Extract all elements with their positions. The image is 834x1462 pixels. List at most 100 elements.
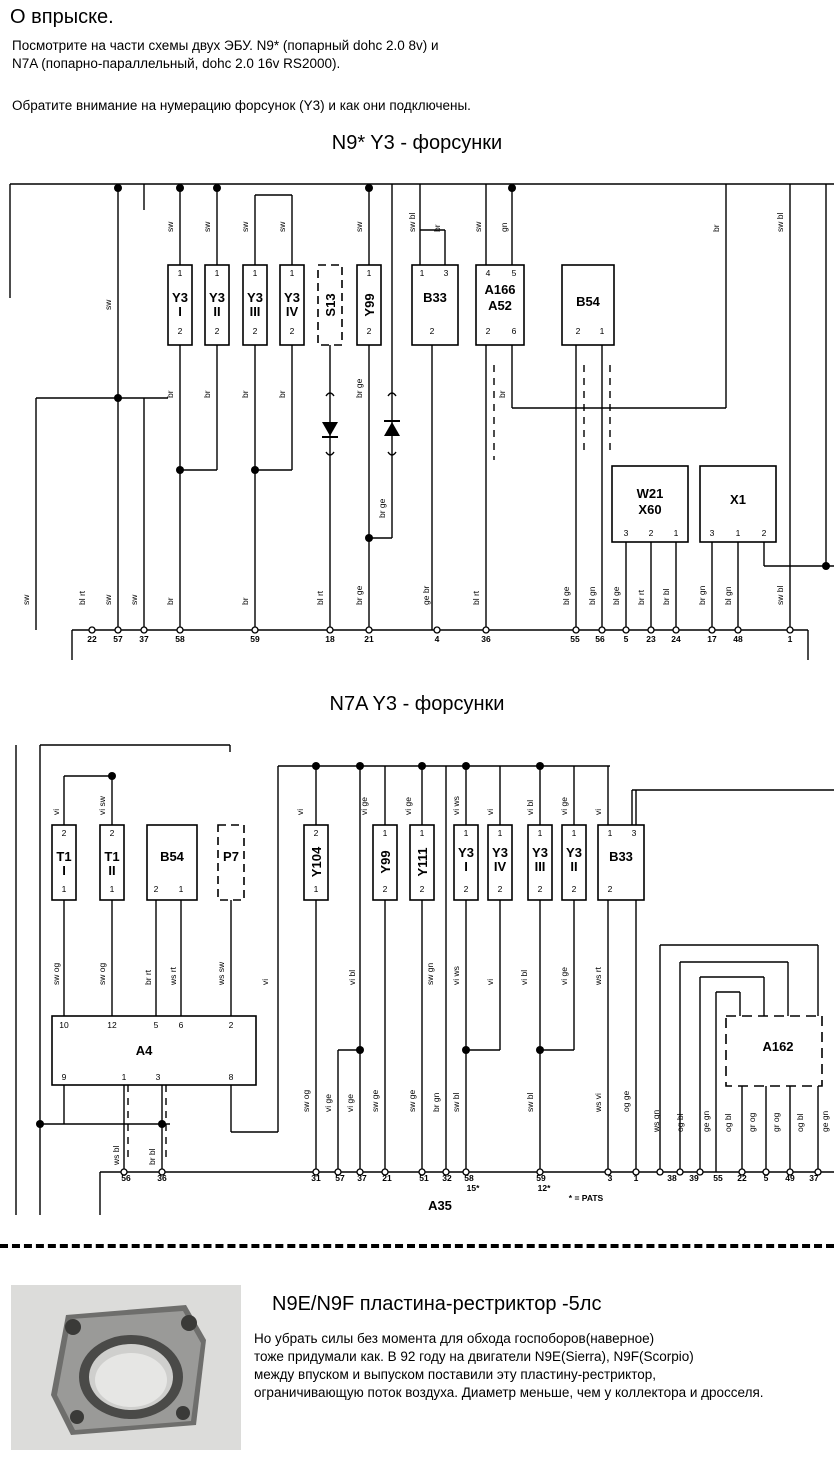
svg-text:II: II xyxy=(108,863,115,878)
svg-text:sw: sw xyxy=(473,221,483,232)
svg-text:31: 31 xyxy=(311,1173,321,1183)
svg-text:sw: sw xyxy=(21,594,31,605)
y99-2-label: Y99 xyxy=(378,850,393,873)
svg-text:br: br xyxy=(277,390,287,398)
svg-text:sw og: sw og xyxy=(51,963,61,985)
svg-text:2: 2 xyxy=(62,828,67,838)
svg-text:3: 3 xyxy=(632,828,637,838)
svg-text:1: 1 xyxy=(253,268,258,278)
svg-text:1: 1 xyxy=(290,268,295,278)
svg-text:5: 5 xyxy=(512,268,517,278)
svg-text:bl ge: bl ge xyxy=(611,586,621,605)
svg-text:2: 2 xyxy=(110,828,115,838)
svg-text:br: br xyxy=(202,390,212,398)
svg-text:1: 1 xyxy=(62,884,67,894)
restrictor-text-line-4: ограничивающую поток воздуха. Диаметр ме… xyxy=(254,1385,764,1400)
svg-text:32: 32 xyxy=(442,1173,452,1183)
svg-text:ge gn: ge gn xyxy=(820,1110,830,1132)
svg-text:1: 1 xyxy=(600,326,605,336)
svg-text:sw: sw xyxy=(277,221,287,232)
svg-text:2: 2 xyxy=(486,326,491,336)
svg-text:3: 3 xyxy=(444,268,449,278)
svg-text:5: 5 xyxy=(624,634,629,644)
diagram1-component-labels: Y3 I Y3 II Y3 III Y3 IV S13 Y99 B33 A166… xyxy=(172,282,746,517)
svg-text:57: 57 xyxy=(113,634,123,644)
svg-text:vi: vi xyxy=(485,809,495,815)
svg-text:1: 1 xyxy=(215,268,220,278)
svg-text:sw bl: sw bl xyxy=(451,1093,461,1112)
svg-text:1: 1 xyxy=(122,1072,127,1082)
page-title: О впрыске. xyxy=(10,6,114,28)
svg-text:I: I xyxy=(464,859,468,874)
a166-label: A166 xyxy=(484,282,515,297)
w21-label: W21 xyxy=(637,486,664,501)
svg-text:4: 4 xyxy=(486,268,491,278)
svg-text:2: 2 xyxy=(178,326,183,336)
y111-label: Y111 xyxy=(415,848,430,877)
svg-text:bl rt: bl rt xyxy=(471,590,481,605)
svg-text:1: 1 xyxy=(178,268,183,278)
svg-text:1: 1 xyxy=(608,828,613,838)
svg-text:br ge: br ge xyxy=(354,378,364,398)
restrictor-plate-photo xyxy=(11,1285,241,1450)
svg-text:gr og: gr og xyxy=(747,1112,757,1132)
svg-text:vi: vi xyxy=(295,809,305,815)
y3-iii-2-label: Y3 xyxy=(532,845,548,860)
svg-text:sw: sw xyxy=(103,594,113,605)
svg-text:2: 2 xyxy=(253,326,258,336)
svg-text:1: 1 xyxy=(367,268,372,278)
svg-text:A52: A52 xyxy=(488,298,512,313)
svg-text:ws vi: ws vi xyxy=(593,1093,603,1113)
svg-text:br ge: br ge xyxy=(377,498,387,518)
svg-text:1: 1 xyxy=(383,828,388,838)
svg-text:vi ge: vi ge xyxy=(345,1094,355,1112)
svg-text:2: 2 xyxy=(229,1020,234,1030)
svg-text:vi bl: vi bl xyxy=(525,800,535,815)
svg-text:2: 2 xyxy=(314,828,319,838)
svg-text:49: 49 xyxy=(785,1173,795,1183)
svg-text:br ge: br ge xyxy=(354,585,364,605)
s13-label: S13 xyxy=(323,293,338,316)
p7-label: P7 xyxy=(223,849,239,864)
svg-text:I: I xyxy=(62,863,66,878)
svg-text:br gn: br gn xyxy=(697,585,707,605)
svg-text:12: 12 xyxy=(107,1020,117,1030)
svg-text:ge br: ge br xyxy=(421,585,431,605)
svg-text:bl rt: bl rt xyxy=(315,590,325,605)
t1-ii-label: T1 xyxy=(104,849,119,864)
svg-text:vi sw: vi sw xyxy=(97,795,107,815)
svg-text:8: 8 xyxy=(229,1072,234,1082)
diagram2-component-labels: T1 I T1 II B54 P7 Y104 Y99 Y111 Y3 I Y3 … xyxy=(56,845,793,1213)
svg-text:vi bl: vi bl xyxy=(519,970,529,985)
svg-text:55: 55 xyxy=(713,1173,723,1183)
svg-text:sw: sw xyxy=(354,221,364,232)
svg-text:br rt: br rt xyxy=(143,969,153,985)
svg-text:sw: sw xyxy=(202,221,212,232)
svg-text:2: 2 xyxy=(290,326,295,336)
y99-label: Y99 xyxy=(362,293,377,316)
svg-text:vi: vi xyxy=(51,809,61,815)
svg-text:23: 23 xyxy=(646,634,656,644)
svg-text:2: 2 xyxy=(154,884,159,894)
svg-text:2: 2 xyxy=(430,326,435,336)
svg-text:58: 58 xyxy=(464,1173,474,1183)
svg-text:* = PATS: * = PATS xyxy=(569,1193,604,1203)
svg-text:3: 3 xyxy=(608,1173,613,1183)
svg-text:br: br xyxy=(497,390,507,398)
svg-text:gn: gn xyxy=(499,222,509,232)
intro-line-1: Посмотрите на части схемы двух ЭБУ. N9* … xyxy=(12,38,439,53)
svg-text:I: I xyxy=(178,304,182,319)
svg-text:ws rt: ws rt xyxy=(593,966,603,986)
svg-text:3: 3 xyxy=(156,1072,161,1082)
svg-text:1: 1 xyxy=(634,1173,639,1183)
svg-text:sw ge: sw ge xyxy=(407,1090,417,1112)
svg-text:III: III xyxy=(535,859,546,874)
svg-text:6: 6 xyxy=(179,1020,184,1030)
svg-text:2: 2 xyxy=(383,884,388,894)
svg-text:6: 6 xyxy=(512,326,517,336)
svg-text:vi ge: vi ge xyxy=(403,797,413,815)
svg-text:br gn: br gn xyxy=(431,1092,441,1112)
svg-text:br: br xyxy=(711,224,721,232)
svg-text:vi ws: vi ws xyxy=(451,966,461,985)
restrictor-text-line-1: Но убрать силы без момента для обхода го… xyxy=(254,1331,655,1346)
